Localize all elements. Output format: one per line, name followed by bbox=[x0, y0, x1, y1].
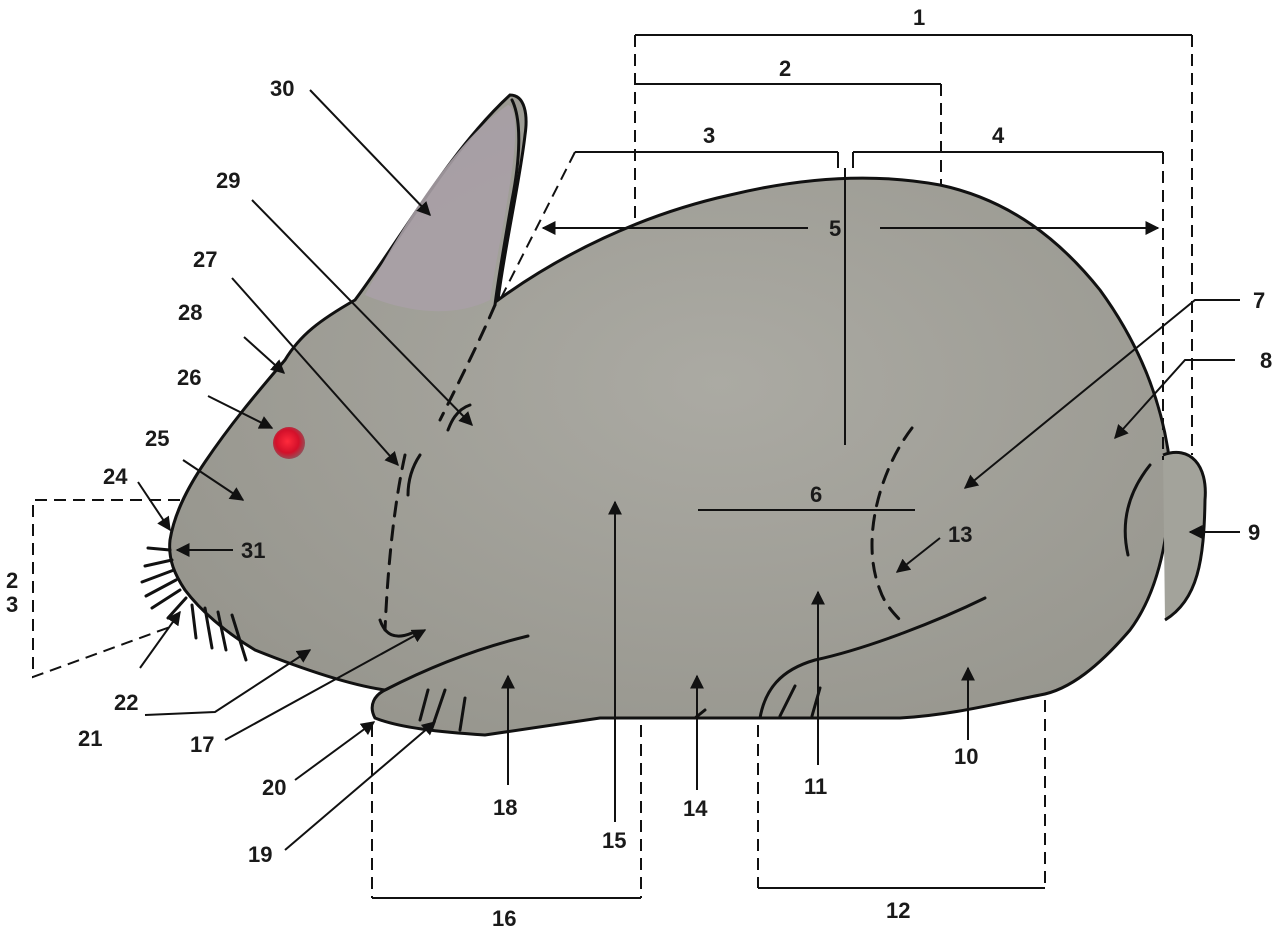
label-21: 21 bbox=[78, 726, 102, 751]
label-2-3-top: 2 bbox=[6, 568, 18, 593]
label-29: 29 bbox=[216, 168, 240, 193]
label-12: 12 bbox=[886, 898, 910, 923]
label-25: 25 bbox=[145, 426, 169, 451]
ear-inner bbox=[365, 105, 515, 311]
eye bbox=[273, 427, 305, 459]
label-4: 4 bbox=[992, 123, 1005, 148]
label-28: 28 bbox=[178, 300, 202, 325]
label-10: 10 bbox=[954, 744, 978, 769]
label-8: 8 bbox=[1260, 348, 1272, 373]
tail bbox=[1163, 452, 1205, 620]
label-11: 11 bbox=[804, 774, 827, 799]
label-31: 31 bbox=[241, 538, 265, 563]
rabbit-body bbox=[170, 95, 1170, 735]
label-27: 27 bbox=[193, 247, 217, 272]
label-1: 1 bbox=[913, 5, 925, 30]
label-14: 14 bbox=[683, 796, 708, 821]
label-15: 15 bbox=[602, 828, 626, 853]
label-18: 18 bbox=[493, 795, 517, 820]
label-2-3-bottom: 3 bbox=[6, 592, 18, 617]
label-16: 16 bbox=[492, 906, 516, 931]
label-17: 17 bbox=[190, 732, 214, 757]
label-5: 5 bbox=[829, 216, 841, 241]
label-2: 2 bbox=[779, 56, 791, 81]
label-19: 19 bbox=[248, 842, 272, 867]
label-3: 3 bbox=[703, 123, 715, 148]
label-22: 22 bbox=[114, 690, 138, 715]
label-26: 26 bbox=[177, 365, 201, 390]
label-20: 20 bbox=[262, 775, 286, 800]
label-24: 24 bbox=[103, 464, 128, 489]
label-9: 9 bbox=[1248, 520, 1260, 545]
label-30: 30 bbox=[270, 76, 294, 101]
label-6: 6 bbox=[810, 482, 822, 507]
label-7: 7 bbox=[1253, 288, 1265, 313]
label-13: 13 bbox=[948, 522, 972, 547]
